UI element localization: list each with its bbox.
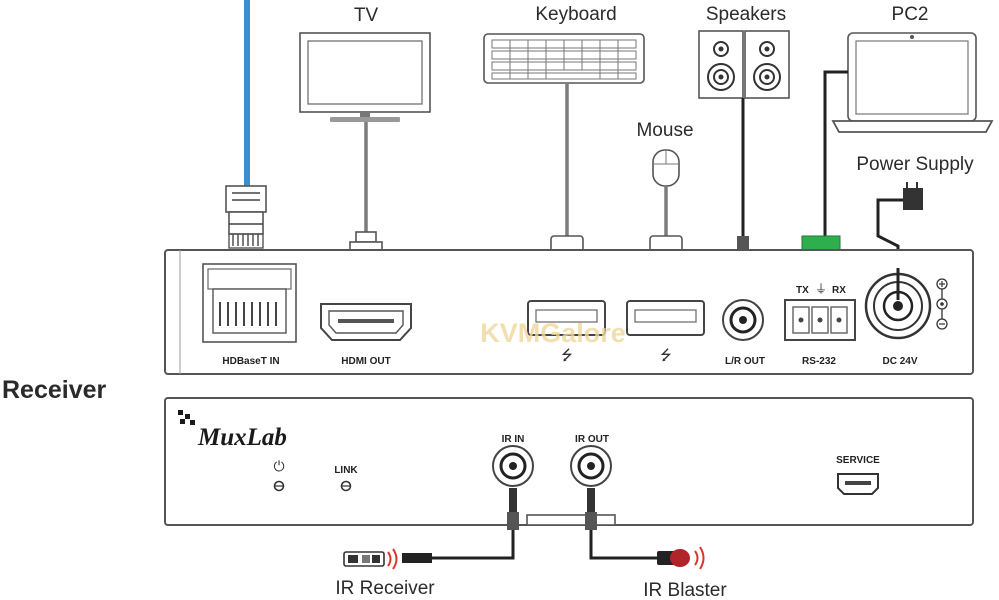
speakers-icon [698,30,790,99]
power-led [273,480,285,492]
receiver-label: Receiver [2,376,107,404]
watermark: KVMGalore [480,318,626,348]
speakers-label: Speakers [706,4,786,25]
ir-in-label: IR IN [502,434,525,445]
hdbaset-in-label: HDBaseT IN [222,356,279,367]
link-led [340,480,352,492]
dc-jack[interactable] [864,268,932,340]
keyboard-icon [483,33,645,84]
rs232-cable [823,70,848,236]
keyboard-label: Keyboard [535,4,616,25]
ir-receiver-icon [343,548,432,570]
tv-label: TV [354,5,379,26]
ir-receiver-label: IR Receiver [335,578,435,599]
mouse-icon [652,149,680,187]
power-supply-label: Power Supply [856,154,974,175]
ir-blaster-cable [589,530,657,560]
usb-port-2[interactable] [626,300,705,336]
rs232-port[interactable] [784,299,856,341]
brand-name: MuxLab [197,424,287,451]
ir-in-jack[interactable] [492,445,534,487]
service-label: SERVICE [836,455,880,466]
pc2-label: PC2 [892,4,929,25]
tx-label: TX [796,285,809,296]
hdmi-port[interactable] [320,303,412,341]
lr-out-label: L/R OUT [725,356,765,367]
polarity-icon [936,278,948,330]
audio-jack[interactable] [722,299,764,341]
rx-label: RX [832,285,846,296]
rs232-label: RS-232 [802,356,836,367]
ground-icon: ⏚ [815,282,827,296]
power-icon: ⏻ [273,459,284,475]
hdmi-out-label: HDMI OUT [341,356,390,367]
ir-receiver-cable [432,530,515,560]
service-port[interactable] [837,473,879,495]
usb-icon: ⭍ [660,348,672,364]
tv-icon [299,32,431,122]
link-label: LINK [334,465,358,476]
dc-24v-label: DC 24V [882,356,917,367]
ir-in-plug [507,488,519,530]
ir-out-label: IR OUT [575,434,609,445]
ir-blaster-icon [657,546,705,570]
ir-blaster-label: IR Blaster [643,580,727,600]
ir-out-plug [585,488,597,530]
power-plug-icon [903,182,923,210]
hdbaset-port[interactable] [202,263,297,343]
mouse-label: Mouse [636,120,693,141]
usb-icon: ⭍ [561,348,573,364]
muxlab-logo: MuxLab [178,410,287,451]
laptop-icon [831,32,994,133]
ir-out-jack[interactable] [570,445,612,487]
usb-port-1[interactable] [527,300,606,336]
network-cable [225,0,267,249]
